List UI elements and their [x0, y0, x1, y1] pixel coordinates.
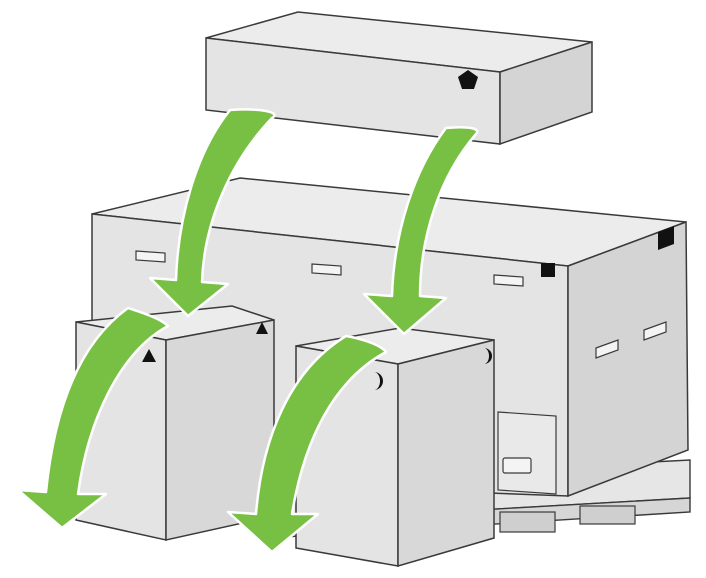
triangle-icon	[142, 349, 156, 362]
square-icon	[658, 226, 674, 250]
hand-slot	[643, 321, 667, 341]
pallet-block	[499, 511, 556, 533]
access-panel	[497, 411, 557, 495]
hand-slot	[311, 263, 342, 276]
crescent-icon	[484, 348, 492, 364]
triangle-icon	[256, 322, 268, 334]
hand-slot	[135, 250, 166, 263]
top-box-side	[499, 40, 593, 146]
arrow-top-box-to-left-box	[148, 108, 276, 318]
crescent-icon	[374, 372, 383, 390]
right-box-side	[397, 339, 495, 567]
arrow-left-box-tip-over	[16, 306, 170, 530]
panel-handle	[502, 457, 532, 474]
square-icon	[541, 263, 555, 277]
arrow-top-box-to-right-box	[362, 126, 479, 336]
main-crate-side	[567, 220, 689, 498]
hand-slot	[595, 339, 619, 359]
left-box	[75, 305, 275, 541]
arrow-right-box-tip-over	[226, 334, 388, 554]
pallet-block	[579, 505, 636, 525]
pentagon-icon	[458, 70, 478, 89]
hand-slot	[493, 274, 524, 287]
top-box	[205, 11, 593, 146]
